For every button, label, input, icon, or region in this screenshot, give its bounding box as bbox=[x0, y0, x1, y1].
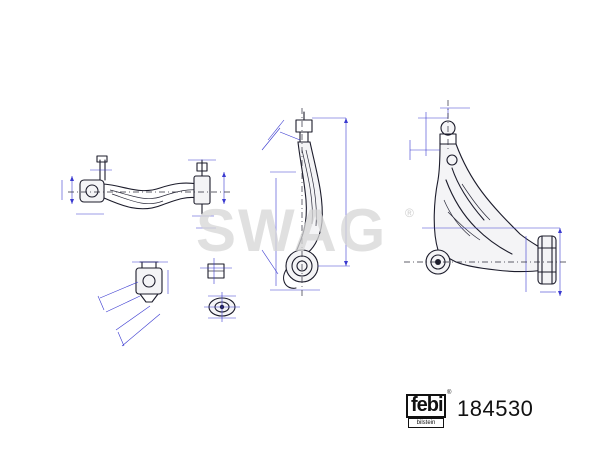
part-number: 184530 bbox=[457, 396, 534, 421]
logo-box: febi bbox=[406, 394, 446, 418]
watermark-registered-mark: ® bbox=[405, 206, 414, 220]
front-view bbox=[261, 108, 350, 296]
logo-text: febi bbox=[411, 394, 444, 416]
ball-joint-detail bbox=[97, 261, 169, 347]
febi-bilstein-logo: febi bilstein ® bbox=[406, 390, 451, 428]
logo-registered-mark: ® bbox=[447, 390, 452, 396]
top-view bbox=[404, 100, 566, 296]
side-view bbox=[61, 155, 230, 229]
bush-end-view bbox=[204, 292, 240, 322]
swag-watermark: SWAG bbox=[196, 197, 388, 264]
logo-subtext: bilstein bbox=[408, 418, 444, 428]
section-detail bbox=[200, 258, 232, 284]
